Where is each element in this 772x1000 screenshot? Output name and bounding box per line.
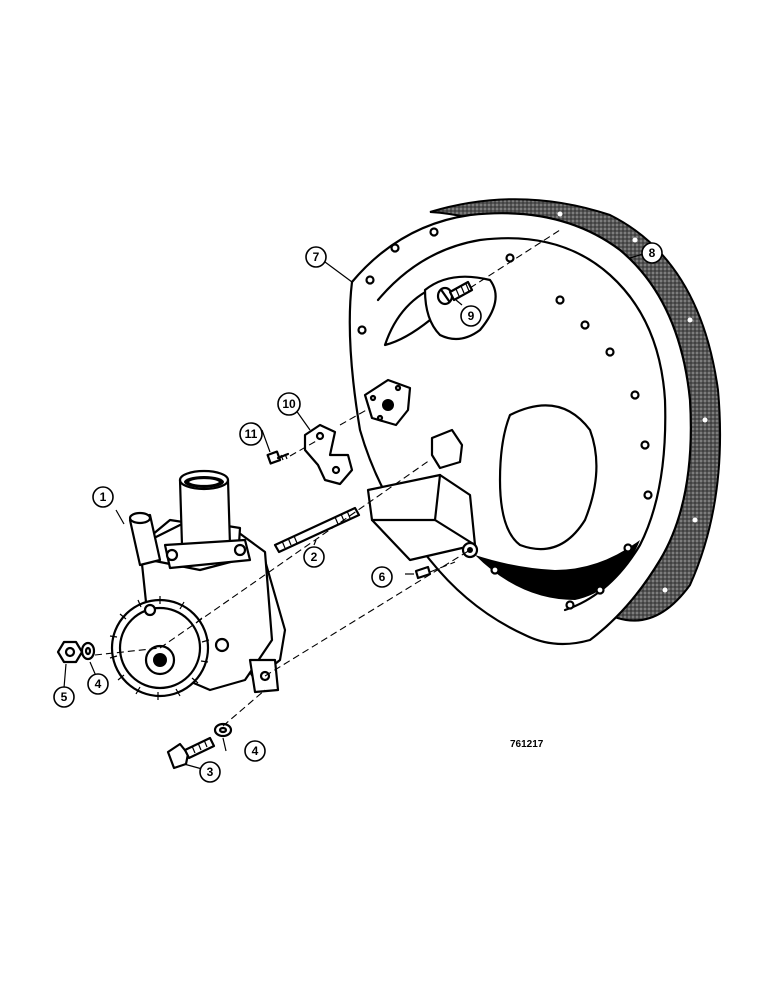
- callout-10-label: 10: [282, 397, 296, 411]
- oil-pump: [109, 469, 287, 700]
- figure-number: 761217: [510, 739, 544, 750]
- callout-4-upper-label: 4: [95, 677, 102, 691]
- capscrew-11: [266, 450, 290, 465]
- callout-6: 6: [371, 566, 393, 588]
- capscrew-3: [166, 736, 216, 770]
- callout-9: 9: [460, 305, 482, 327]
- callout-4-lower: 4: [244, 740, 266, 762]
- callout-2: 2: [303, 546, 325, 568]
- lockwasher-upper: [80, 641, 96, 661]
- callout-3: 3: [199, 761, 221, 783]
- callout-11-label: 11: [245, 427, 258, 441]
- callout-1-label: 1: [100, 490, 107, 504]
- callout-4-lower-label: 4: [252, 744, 259, 758]
- callout-1: 1: [92, 486, 114, 508]
- capscrew-9: [436, 280, 474, 306]
- callout-2-label: 2: [311, 550, 318, 564]
- callout-10: 10: [277, 392, 301, 416]
- callout-7: 7: [305, 246, 327, 268]
- callout-7-label: 7: [313, 250, 320, 264]
- callout-5: 5: [53, 686, 75, 708]
- flywheel-housing: [348, 212, 692, 646]
- hex-nut: [56, 640, 84, 664]
- bracket: [303, 423, 354, 486]
- cover-plate: [363, 378, 412, 427]
- callout-8: 8: [641, 242, 663, 264]
- callout-11: 11: [239, 422, 263, 446]
- lockwasher-lower: [213, 722, 233, 738]
- callout-8-label: 8: [649, 246, 656, 260]
- callout-9-label: 9: [468, 309, 475, 323]
- stud: [273, 506, 361, 554]
- callout-4-upper: 4: [87, 673, 109, 695]
- callout-5-label: 5: [61, 690, 68, 704]
- callout-6-label: 6: [379, 570, 386, 584]
- callout-3-label: 3: [207, 765, 214, 779]
- leader-lines: [63, 229, 644, 773]
